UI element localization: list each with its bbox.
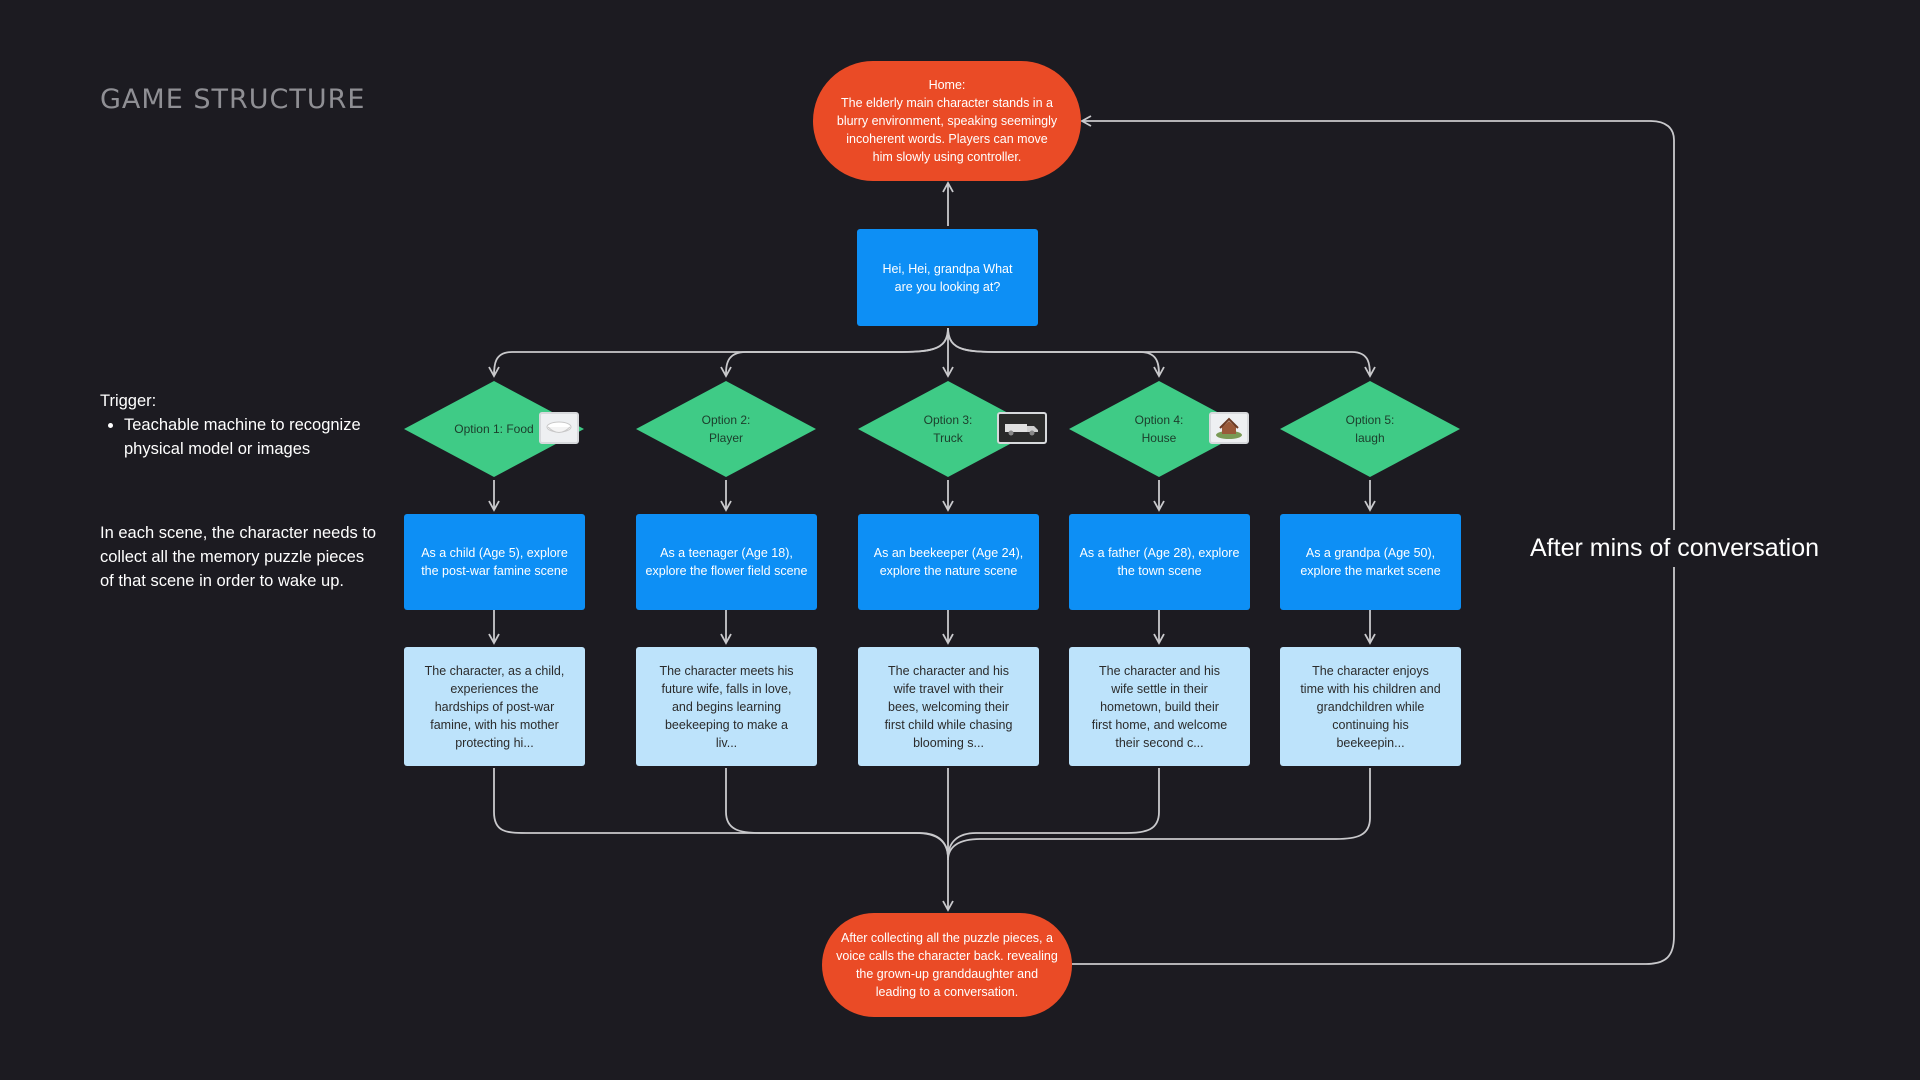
trigger-note: Trigger: Teachable machine to recognize … [100,389,390,461]
story-2-node: The character meets his future wife, fal… [636,647,817,766]
ending-node: After collecting all the puzzle pieces, … [822,913,1072,1017]
page-title: GAME STRUCTURE [100,84,366,115]
story-5-node: The character enjoys time with his child… [1280,647,1461,766]
story-4-node: The character and his wife settle in the… [1069,647,1250,766]
option-5-node: Option 5: laugh [1280,381,1460,477]
scene-3-node: As an beekeeper (Age 24), explore the na… [858,514,1039,610]
option-4-node: Option 4: House [1069,381,1249,477]
home-node: Home: The elderly main character stands … [813,61,1081,181]
option-label: Option 3: Truck [923,413,973,445]
story-1-node: The character, as a child, experiences t… [404,647,585,766]
option-label: Option 2: Player [701,413,751,445]
bowl-icon [539,412,579,444]
story-3-node: The character and his wife travel with t… [858,647,1039,766]
trigger-heading: Trigger: [100,392,157,410]
scene-2-node: As a teenager (Age 18), explore the flow… [636,514,817,610]
option-label: Option 1: Food [454,422,534,436]
option-1-node: Option 1: Food [404,381,584,477]
house-icon [1209,412,1249,444]
prompt-node: Hei, Hei, grandpa What are you looking a… [857,229,1038,326]
trigger-bullet: Teachable machine to recognize physical … [124,413,390,461]
scene-note: In each scene, the character needs to co… [100,524,377,590]
scene-5-node: As a grandpa (Age 50), explore the marke… [1280,514,1461,610]
loop-label: After mins of conversation [1528,530,1822,567]
scene-4-node: As a father (Age 28), explore the town s… [1069,514,1250,610]
option-2-node: Option 2: Player [636,381,816,477]
option-3-node: Option 3: Truck [858,381,1038,477]
scene-1-node: As a child (Age 5), explore the post-war… [404,514,585,610]
truck-icon [997,412,1047,444]
option-label: Option 5: laugh [1345,413,1395,445]
option-label: Option 4: House [1134,413,1184,445]
